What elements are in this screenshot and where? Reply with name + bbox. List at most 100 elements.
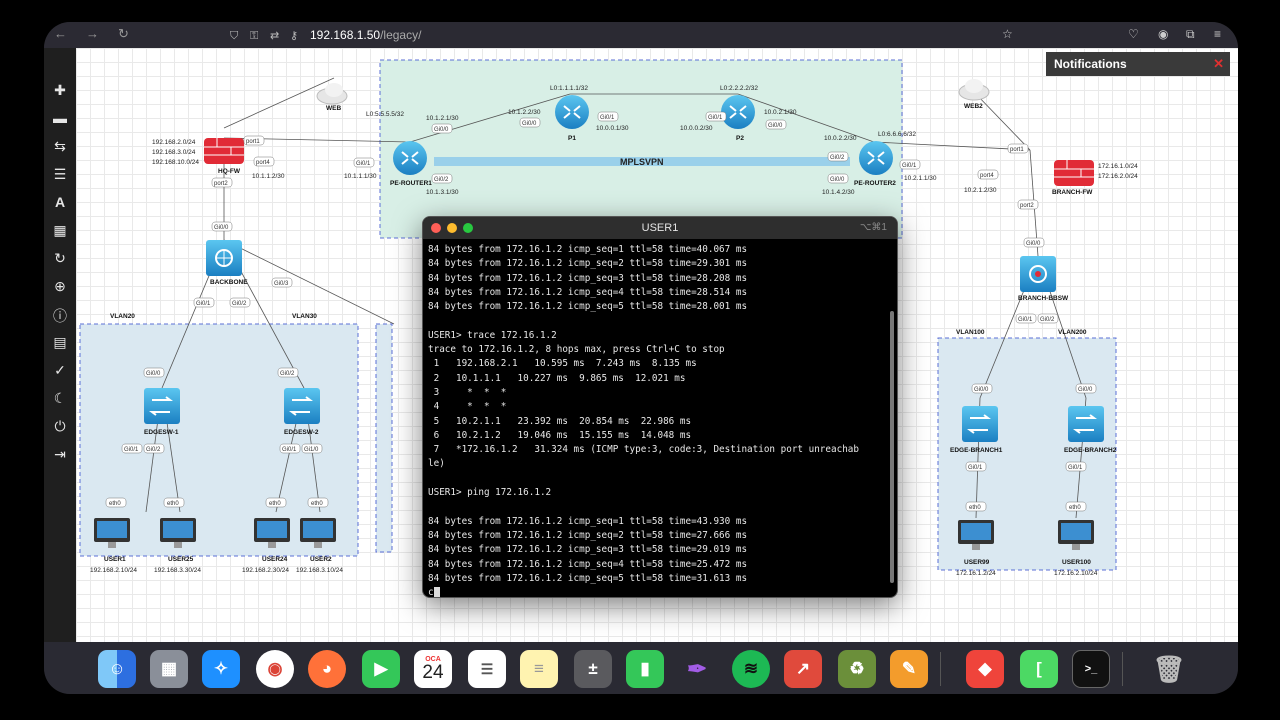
url-host: 192.168.1.50: [310, 28, 381, 42]
logout-icon[interactable]: ⇥: [54, 446, 66, 462]
user100-pc-icon[interactable]: [1058, 520, 1094, 550]
terminal-output[interactable]: 84 bytes from 172.16.1.2 icmp_seq=1 ttl=…: [423, 239, 897, 597]
pocket-icon[interactable]: ♡: [1128, 27, 1139, 41]
finder-icon[interactable]: ☺: [98, 650, 136, 688]
p1-router-icon[interactable]: [555, 95, 589, 129]
lock-icon: ⚿: [250, 30, 259, 42]
web2-cloud-icon[interactable]: [958, 79, 990, 101]
networks-icon[interactable]: ⇆: [54, 138, 66, 154]
presentation-icon[interactable]: ↗: [784, 650, 822, 688]
web2-label: WEB2: [964, 103, 983, 110]
p1-pe1-label: 10.1.2.2/30: [508, 109, 541, 116]
terminal-line: 7 *172.16.1.2 31.324 ms (ICMP type:3, co…: [428, 444, 859, 456]
edgesw2-label: EDGESW-2: [284, 429, 319, 436]
pages-icon[interactable]: ✎: [890, 650, 928, 688]
grid-icon[interactable]: ▦: [53, 222, 67, 238]
pe2-gi01: Gi0/1: [902, 163, 917, 169]
url-path: /legacy/: [380, 28, 422, 42]
pe-router1-icon[interactable]: [393, 141, 427, 175]
edgesw2-switch-icon[interactable]: [284, 388, 320, 424]
safari-icon[interactable]: ✧: [202, 650, 240, 688]
spotify-icon[interactable]: ≋: [732, 650, 770, 688]
topology-canvas[interactable]: MPLSVPN WEB WEB2 HQ-FW 192.168.2.0/24 19…: [76, 48, 1238, 642]
feather-icon[interactable]: ✒: [686, 655, 708, 683]
numbers-icon[interactable]: ▮: [626, 650, 664, 688]
notes-icon[interactable]: ≡: [520, 650, 558, 688]
branch-fw-link-label: 10.2.1.2/30: [964, 187, 997, 194]
power-icon[interactable]: ⏻: [54, 418, 66, 434]
zoom-window-button[interactable]: [463, 223, 473, 233]
user2-eth0: eth0: [311, 501, 323, 507]
branch-fw-firewall-icon[interactable]: [1054, 160, 1094, 186]
terminal-titlebar[interactable]: USER1 ⌥⌘1: [423, 217, 897, 239]
pe-router2-icon[interactable]: [859, 141, 893, 175]
calendar-icon[interactable]: OCA 24: [414, 650, 452, 688]
edge-branch2-label: EDGE-BRANCH2: [1064, 447, 1117, 454]
user1-pc-icon[interactable]: [94, 518, 130, 548]
hq-fw-port4: port4: [256, 160, 270, 166]
terminal-window[interactable]: USER1 ⌥⌘1 84 bytes from 172.16.1.2 icmp_…: [422, 216, 898, 598]
startup-configs-icon[interactable]: ☰: [53, 166, 67, 182]
firefox-icon[interactable]: ◕: [308, 650, 346, 688]
terminal-icon[interactable]: >_: [1072, 650, 1110, 688]
terminal-line: 84 bytes from 172.16.1.2 icmp_seq=2 ttl=…: [428, 529, 748, 541]
terminal-line: 4 * * *: [428, 401, 507, 413]
launchpad-icon[interactable]: ▦: [150, 650, 188, 688]
user24-pc-icon[interactable]: [254, 518, 290, 548]
user99-pc-icon[interactable]: [958, 520, 994, 550]
reload-icon[interactable]: ↻: [118, 26, 129, 41]
notes-list-icon[interactable]: ▤: [53, 334, 67, 350]
branch-bbsw-switch-icon[interactable]: [1020, 256, 1056, 292]
web-cloud-icon[interactable]: [316, 83, 348, 105]
branch-bbsw-gi02: Gi0/2: [1040, 317, 1055, 323]
calculator-icon[interactable]: ±: [574, 650, 612, 688]
edgesw1-switch-icon[interactable]: [144, 388, 180, 424]
url-bar[interactable]: ⛉⚿⇄⚷192.168.1.50/legacy/: [230, 25, 1030, 45]
info-icon[interactable]: ⓘ: [53, 308, 67, 324]
add-object-icon[interactable]: ✚: [54, 82, 66, 98]
minimize-window-button[interactable]: [447, 223, 457, 233]
back-icon[interactable]: ←: [54, 26, 67, 41]
check-icon[interactable]: ✓: [54, 362, 66, 378]
user1-label: USER1: [104, 556, 126, 563]
backbone-gi00: Gi0/0: [214, 225, 229, 231]
edge-branch1-switch-icon[interactable]: [962, 406, 998, 442]
user2-pc-icon[interactable]: [300, 518, 336, 548]
chrome-icon[interactable]: ◉: [256, 650, 294, 688]
recycle-icon[interactable]: ♻: [838, 650, 876, 688]
p2-router-icon[interactable]: [721, 95, 755, 129]
p2-p1-label: 10.0.0.2/30: [680, 125, 713, 132]
edgesw2-gi01: Gi0/1: [282, 447, 297, 453]
backbone-gi03: Gi0/3: [274, 281, 289, 287]
forward-icon[interactable]: →: [86, 26, 99, 41]
close-window-button[interactable]: [431, 223, 441, 233]
user100-ip: 172.16.2.10/24: [1054, 570, 1098, 577]
pe2-lo-label: L0:6.6.6.6/32: [878, 131, 916, 138]
menu-icon[interactable]: ≡: [1214, 27, 1222, 41]
terminal-green-icon[interactable]: [: [1020, 650, 1058, 688]
bookmark-star-icon[interactable]: ☆: [1002, 27, 1013, 41]
extensions-icon[interactable]: ⧉: [1186, 27, 1195, 41]
edge-branch2-gi01: Gi0/1: [1068, 465, 1083, 471]
refresh-icon[interactable]: ↻: [54, 250, 66, 266]
p1-gi00: Gi0/0: [522, 121, 537, 127]
close-icon[interactable]: ✕: [1213, 56, 1224, 71]
anydesk-icon[interactable]: ◆: [966, 650, 1004, 688]
terminal-line: USER1> trace 172.16.1.2: [428, 329, 557, 341]
backbone-switch-icon[interactable]: [206, 240, 242, 276]
text-icon[interactable]: A: [54, 194, 66, 210]
hq-fw-firewall-icon[interactable]: [204, 138, 244, 164]
zoom-icon[interactable]: ⊕: [54, 278, 66, 294]
p2-gi00: Gi0/0: [768, 123, 783, 129]
edgesw2-gi10: Gi1/0: [304, 447, 319, 453]
reminders-icon[interactable]: ☰: [468, 650, 506, 688]
facetime-icon[interactable]: ▶: [362, 650, 400, 688]
hq-fw-link-label: 10.1.1.2/30: [252, 173, 285, 180]
user25-pc-icon[interactable]: [160, 518, 196, 548]
account-icon[interactable]: ◉: [1158, 27, 1169, 41]
nodes-icon[interactable]: ▬: [53, 110, 67, 126]
edge-branch2-switch-icon[interactable]: [1068, 406, 1104, 442]
terminal-scrollbar[interactable]: [890, 311, 894, 583]
trash-icon[interactable]: 🗑: [1152, 653, 1186, 684]
dark-mode-icon[interactable]: ☾: [53, 390, 67, 406]
